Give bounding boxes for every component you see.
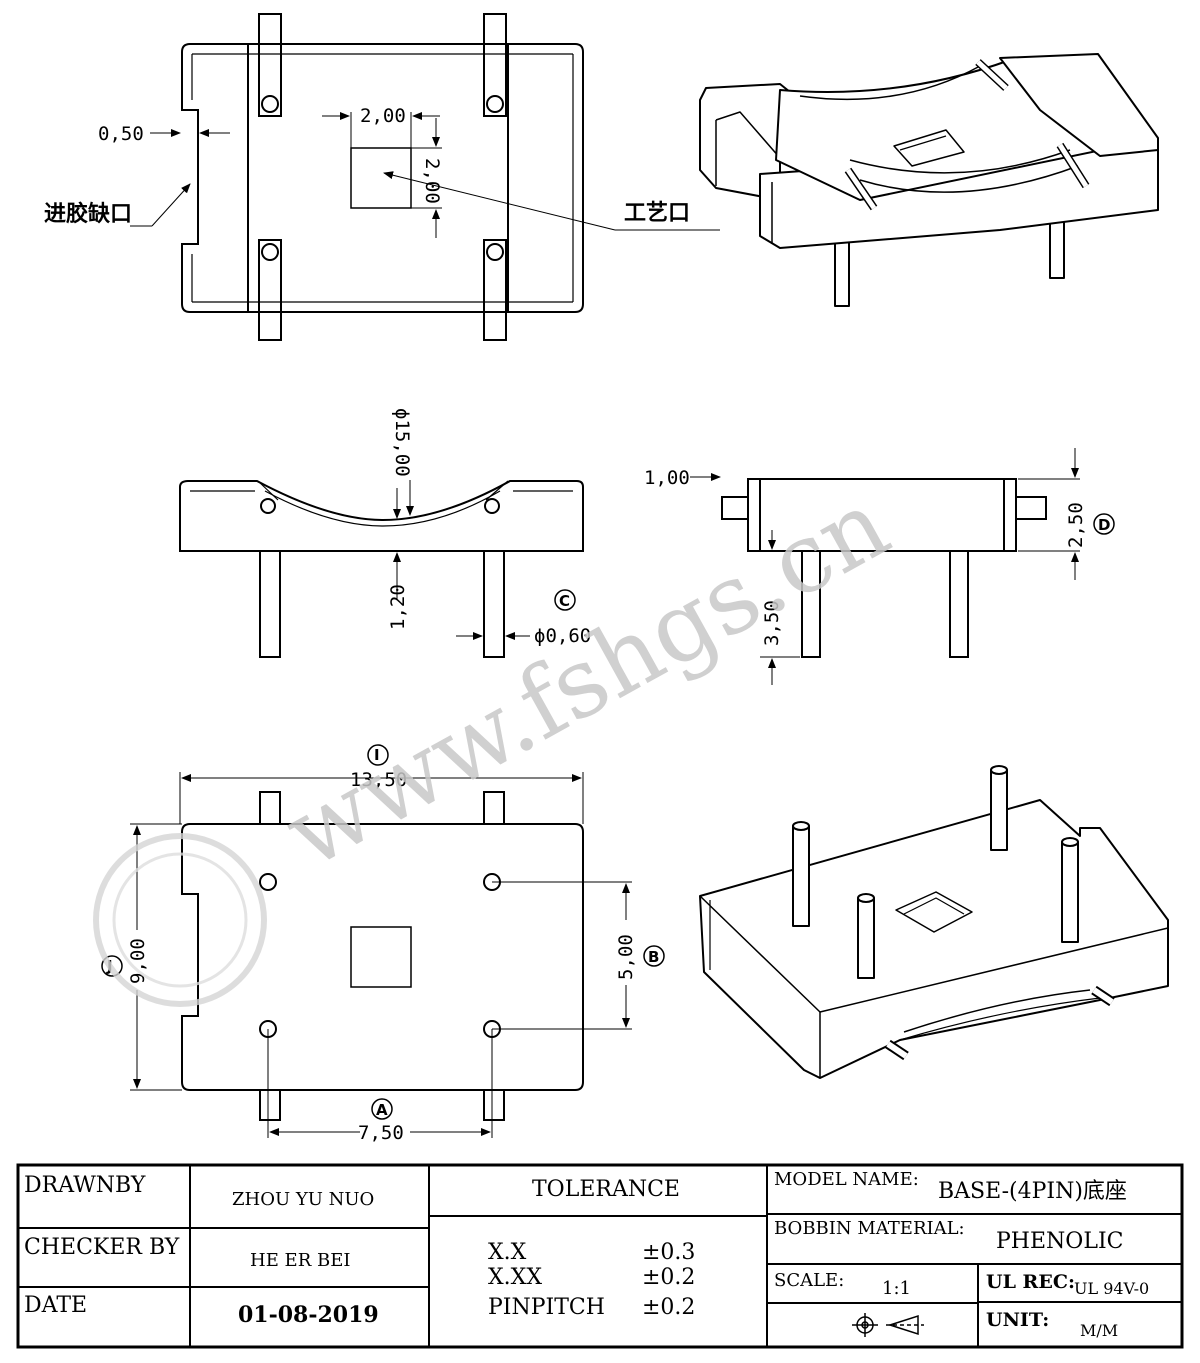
- checker-value: HE ER BEI: [250, 1250, 350, 1271]
- dim-pin-length: 3,50: [761, 600, 783, 646]
- tol-label-3: PINPITCH: [488, 1295, 605, 1320]
- title-block: [16, 1163, 1184, 1349]
- ul-value: UL 94V-0: [1074, 1279, 1149, 1298]
- tol-value-1: ±0.3: [642, 1240, 695, 1265]
- ref-a: A: [376, 1101, 388, 1119]
- unit-value: M/M: [1080, 1321, 1118, 1340]
- process-hole: [350, 147, 412, 209]
- dim-pin-diameter: ϕ0,60: [534, 625, 591, 647]
- iso-pin: [792, 765, 1079, 979]
- top-pin: [258, 13, 507, 341]
- tolerance-title: TOLERANCE: [532, 1177, 680, 1202]
- material-value: PHENOLIC: [996, 1229, 1123, 1254]
- model-value: BASE-(4PIN)底座: [938, 1179, 1127, 1204]
- dim-width: 13,50: [350, 769, 407, 791]
- ref-d: D: [1098, 516, 1110, 534]
- top-view-outline: [181, 43, 584, 313]
- drawnby-value: ZHOU YU NUO: [232, 1189, 374, 1210]
- tol-value-2: ±0.2: [642, 1265, 695, 1290]
- ref-i: I: [374, 746, 380, 764]
- projection-symbol-icon: [852, 1313, 924, 1337]
- dim-radius: ϕ15,00: [391, 408, 413, 477]
- ref-a-badge: A: [371, 1098, 393, 1120]
- dim-depth: 9,00: [127, 938, 149, 984]
- ref-d-badge: D: [1093, 513, 1115, 535]
- dim-pin-y: 5,00: [615, 934, 637, 980]
- tol-label-2: X.XX: [488, 1265, 542, 1290]
- label-notch: 进胶缺口: [44, 201, 132, 227]
- dim-step: 1,00: [644, 467, 690, 489]
- iso-top-view: [699, 53, 1159, 307]
- ref-b: B: [648, 948, 659, 966]
- dim-pin-x: 7,50: [358, 1122, 404, 1144]
- front-view: [179, 480, 584, 658]
- watermark-seal: [93, 833, 267, 1007]
- tol-value-3: ±0.2: [642, 1295, 695, 1320]
- model-label: MODEL NAME:: [774, 1169, 919, 1190]
- drawnby-label: DRAWNBY: [24, 1173, 146, 1198]
- ref-c-badge: C: [554, 589, 576, 611]
- dim-hole-height: 2,00: [421, 158, 443, 204]
- dim-notch: 0,50: [98, 123, 144, 145]
- ref-b-badge: B: [643, 945, 665, 967]
- date-label: DATE: [24, 1293, 87, 1318]
- watermark-text: www.fshgs.cn: [267, 468, 907, 890]
- scale-label: SCALE:: [774, 1270, 844, 1291]
- dim-hole-width: 2,00: [360, 105, 406, 127]
- dim-height: 2,50: [1065, 502, 1087, 548]
- unit-label: UNIT:: [986, 1309, 1049, 1331]
- material-label: BOBBIN MATERIAL:: [774, 1218, 965, 1239]
- label-process-hole: 工艺口: [624, 200, 690, 226]
- scale-value: 1:1: [882, 1278, 911, 1299]
- dim-thickness: 1,20: [387, 584, 409, 630]
- checker-label: CHECKER BY: [24, 1235, 180, 1260]
- bottom-view: [130, 772, 632, 1138]
- side-view: [690, 448, 1080, 685]
- ref-i-badge: I: [367, 744, 389, 766]
- date-value: 01-08-2019: [238, 1302, 379, 1328]
- tol-label-1: X.X: [488, 1240, 527, 1265]
- iso-bottom-view: [699, 765, 1169, 1079]
- top-view: [130, 13, 720, 341]
- ref-c: C: [559, 592, 570, 610]
- ul-label: UL REC:: [986, 1271, 1075, 1293]
